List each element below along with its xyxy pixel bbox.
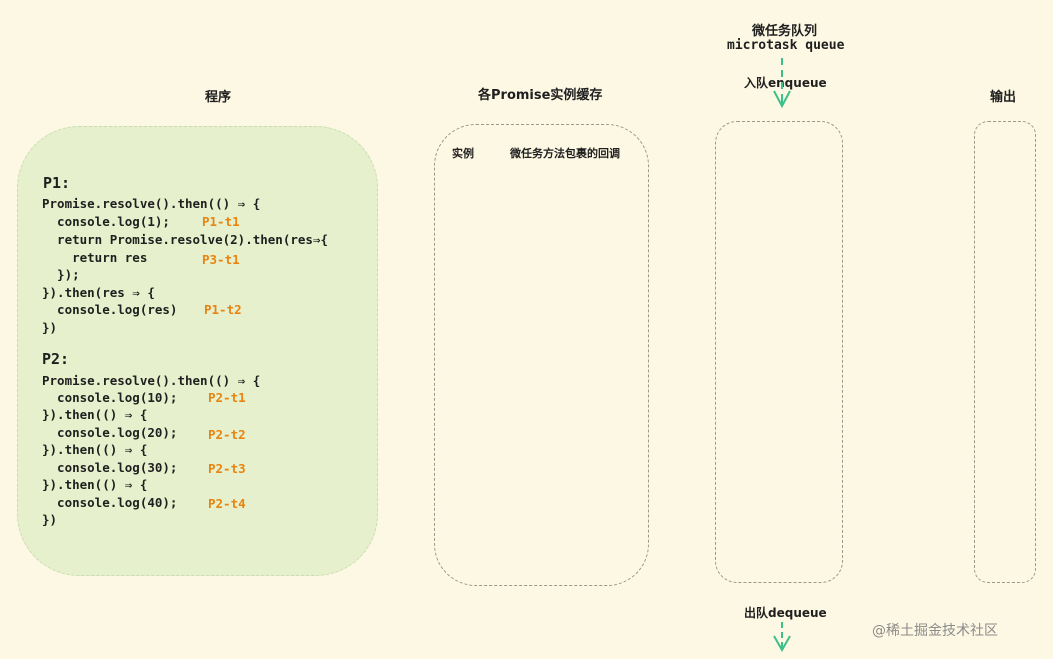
microtask-queue-panel [715, 121, 843, 583]
code-line: }).then(() ⇒ { [42, 477, 148, 492]
task-tag: P1-t1 [202, 214, 240, 229]
code-line: }).then(res ⇒ { [42, 285, 155, 300]
watermark: @稀土掘金技术社区 [872, 623, 998, 639]
task-tag: P2-t4 [208, 496, 246, 511]
code-line: return Promise.resolve(2).then(res⇒{ [42, 232, 328, 247]
code-line: return res [42, 250, 148, 265]
enqueue-arrow-icon [773, 58, 791, 109]
program-panel [17, 126, 378, 576]
code-line: console.log(20); [42, 425, 178, 440]
dequeue-arrow-icon [773, 622, 791, 652]
task-tag: P1-t2 [204, 302, 242, 317]
code-line: }); [42, 267, 80, 282]
code-line: }) [42, 320, 58, 335]
microtask-heading-cn: 微任务队列 [752, 24, 818, 39]
p2-label: P2: [42, 350, 70, 368]
promise-cache-heading: 各Promise实例缓存 [478, 88, 603, 103]
microtask-heading-en: microtask queue [727, 38, 845, 53]
code-line: console.log(10); [42, 390, 178, 405]
promise-cache-panel [434, 124, 649, 586]
enqueue-label: 入队enqueue [744, 76, 827, 90]
code-line: console.log(30); [42, 460, 178, 475]
code-line: console.log(1); [42, 214, 170, 229]
p1-label: P1: [43, 174, 71, 192]
task-tag: P2-t2 [208, 427, 246, 442]
cache-column-instance: 实例 [452, 147, 474, 160]
code-line: console.log(40); [42, 495, 178, 510]
cache-column-callback: 微任务方法包裹的回调 [510, 147, 620, 160]
code-line: }) [42, 512, 58, 527]
code-line: }).then(() ⇒ { [42, 407, 148, 422]
dequeue-label: 出队dequeue [744, 606, 827, 620]
code-line: }).then(() ⇒ { [42, 442, 148, 457]
task-tag: P3-t1 [202, 252, 240, 267]
output-heading: 输出 [990, 90, 1017, 105]
code-line: Promise.resolve().then(() ⇒ { [42, 373, 261, 388]
program-heading: 程序 [205, 90, 232, 105]
code-line: Promise.resolve().then(() ⇒ { [42, 196, 261, 211]
task-tag: P2-t1 [208, 390, 246, 405]
output-panel [974, 121, 1036, 583]
code-line: console.log(res) [42, 302, 178, 317]
task-tag: P2-t3 [208, 461, 246, 476]
